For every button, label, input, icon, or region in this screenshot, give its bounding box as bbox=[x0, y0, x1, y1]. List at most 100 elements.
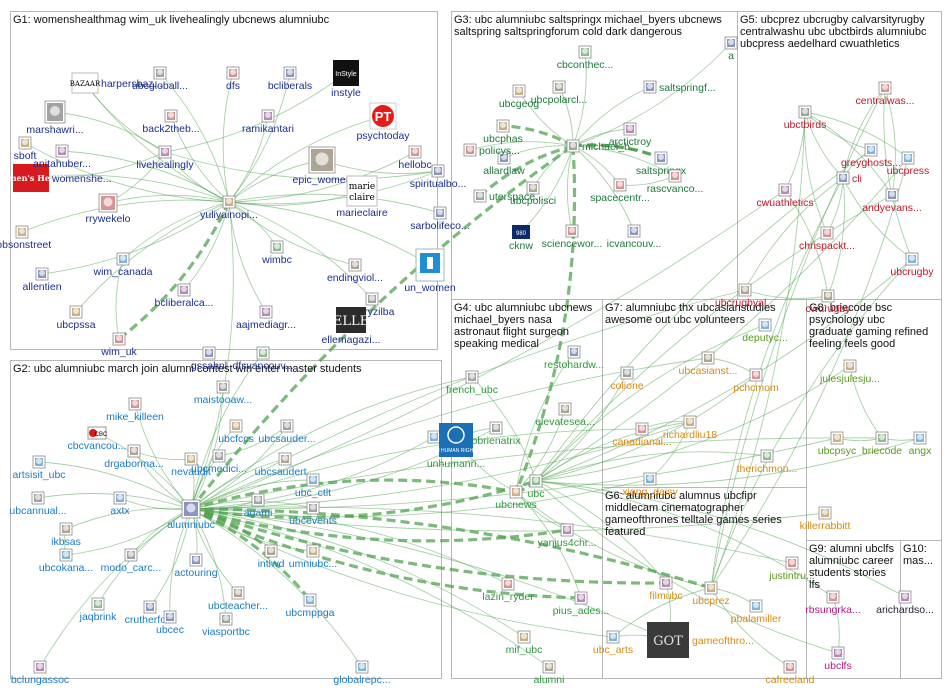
node-sboft[interactable]: sboft bbox=[14, 136, 37, 162]
node-killerrabbitt[interactable]: killerrabbitt bbox=[800, 506, 851, 532]
node-ubcgeog[interactable]: ubcgeog bbox=[499, 84, 539, 110]
node-deputyc[interactable]: deputyc... bbox=[742, 318, 788, 344]
node-ubcasianst[interactable]: ubcasianst... bbox=[679, 351, 738, 377]
node-xiong-daisy[interactable]: xiong_daisy bbox=[622, 472, 678, 498]
node-justintru[interactable]: justintru... bbox=[768, 556, 815, 582]
node-robsonstreet[interactable]: robsonstreet bbox=[0, 225, 51, 251]
node-ubc-arts[interactable]: ubc_arts bbox=[593, 630, 633, 656]
node-ubcpolisci[interactable]: ubcpolisci bbox=[510, 181, 556, 207]
node-epic-women[interactable]: epic_women bbox=[293, 146, 352, 186]
node-ubctbirds[interactable]: ubctbirds bbox=[784, 105, 827, 131]
node-greyghosts[interactable]: greyghosts... bbox=[841, 143, 901, 169]
node-policys[interactable]: policys... bbox=[463, 143, 520, 157]
node-alumni[interactable]: alumni bbox=[534, 660, 565, 686]
node-ellemagazi[interactable]: ELLEellemagazi... bbox=[322, 307, 381, 346]
node-yuliyainopi[interactable]: yuliyainopi... bbox=[200, 195, 258, 221]
node-ramikantari[interactable]: ramikantari bbox=[242, 109, 294, 135]
node-livehealingly[interactable]: livehealingly bbox=[136, 145, 194, 171]
node-briecode[interactable]: briecode bbox=[862, 431, 902, 457]
node-ubcokana[interactable]: ubcokana... bbox=[39, 548, 93, 574]
node-centralwas[interactable]: centralwas... bbox=[856, 81, 915, 107]
node-a[interactable]: a bbox=[724, 36, 738, 62]
node-ubcnews[interactable]: ubcnews bbox=[495, 485, 537, 511]
node-ubcpssa[interactable]: ubcpssa bbox=[56, 305, 96, 331]
node-icvancouv[interactable]: icvancouv... bbox=[607, 224, 662, 250]
node-ubcmppga[interactable]: ubcmppga bbox=[285, 593, 335, 619]
node-cbconthec[interactable]: cbconthec... bbox=[557, 45, 614, 71]
node-elevatesea[interactable]: elevatesea... bbox=[535, 402, 595, 428]
node-mike-killeen[interactable]: mike_killeen bbox=[106, 397, 164, 423]
node-angx[interactable]: angx bbox=[909, 431, 933, 457]
node-sciencewor[interactable]: sciencewor... bbox=[542, 224, 603, 250]
node-wim-canada[interactable]: wim_canada bbox=[93, 252, 153, 278]
node-ubcrugby[interactable]: ubcrugby bbox=[890, 252, 934, 278]
node-ubcevents[interactable]: ubcevents bbox=[289, 501, 337, 527]
node-ubcmedici[interactable]: ubcmedici... bbox=[191, 449, 247, 475]
node-ubcsauder[interactable]: ubcsauder... bbox=[258, 419, 316, 445]
node-sarbolifeco[interactable]: sarbolifeco... bbox=[410, 206, 470, 232]
node-andyevans[interactable]: andyevans... bbox=[862, 188, 922, 214]
node-ubc[interactable]: ubc bbox=[528, 474, 545, 500]
node-obrienatrix[interactable]: obrienatrix bbox=[471, 421, 521, 447]
node-maistooaw[interactable]: maistooaw... bbox=[194, 380, 252, 406]
node-womenshealthmag[interactable]: Women's Healthwomenshe... bbox=[0, 164, 112, 192]
node-ubcfccs[interactable]: ubcfccs bbox=[218, 419, 254, 445]
node-back2theb[interactable]: back2theb... bbox=[142, 109, 200, 135]
node-cli[interactable]: cli bbox=[836, 171, 862, 185]
node-chrispackt[interactable]: chrispackt... bbox=[799, 226, 855, 252]
node-ubcrugbyal[interactable]: ubcrugbyal... bbox=[715, 283, 775, 309]
node-globalrepc[interactable]: globalrepc... bbox=[333, 660, 391, 686]
node-un-women[interactable]: un_women bbox=[404, 248, 456, 294]
node-ubcec[interactable]: ubcec bbox=[156, 610, 184, 636]
node-pbalamiller[interactable]: pbalamiller bbox=[731, 599, 782, 625]
node-restohardw[interactable]: restohardw... bbox=[544, 345, 604, 371]
node-ubcprez[interactable]: ubcprez bbox=[692, 581, 730, 607]
node-bcliberalca[interactable]: bcliberalca... bbox=[155, 283, 214, 309]
node-intlwd[interactable]: intlwd bbox=[258, 544, 285, 570]
node-drgaborma[interactable]: drgaborma... bbox=[104, 444, 164, 470]
node-michael-b[interactable]: michael_b... bbox=[566, 139, 639, 153]
node-yanjus4chr[interactable]: yanjus4chr... bbox=[538, 523, 597, 549]
node-endingviol[interactable]: endingviol... bbox=[327, 258, 383, 284]
node-cwuathletics[interactable]: cwuathletics bbox=[756, 183, 814, 209]
node-arichardso[interactable]: arichardso... bbox=[876, 590, 934, 616]
node-cbcvancou[interactable]: CBCcbcvancou... bbox=[68, 426, 127, 452]
node-marshawri[interactable]: marshawri... bbox=[26, 100, 84, 136]
node-axtx[interactable]: axtx bbox=[110, 491, 130, 517]
node-spiritualbo[interactable]: spiritualbo... bbox=[410, 164, 467, 190]
node-spacecentr[interactable]: spacecentr... bbox=[590, 178, 650, 204]
node-rrywekelo[interactable]: rrywekelo bbox=[86, 193, 131, 225]
node-modo-carc[interactable]: modo_carc... bbox=[101, 548, 162, 574]
node-dfs[interactable]: dfs bbox=[226, 66, 240, 92]
node-cafreeland[interactable]: cafreeland bbox=[765, 660, 815, 686]
node-rbsungrka[interactable]: rbsungrka... bbox=[805, 590, 861, 616]
node-ubcpsyc[interactable]: ubcpsyc bbox=[818, 431, 857, 457]
node-ubclfs[interactable]: ubclfs bbox=[824, 646, 852, 672]
node-colione[interactable]: colione bbox=[610, 366, 644, 392]
node-ubcannual[interactable]: ubcannual... bbox=[9, 491, 67, 517]
node-jaqbrink[interactable]: jaqbrink bbox=[79, 597, 118, 623]
node-ubc-ctlt[interactable]: ubc_ctlt bbox=[295, 473, 331, 499]
node-umniubc[interactable]: umniubc... bbox=[289, 544, 337, 570]
node-crutherford[interactable]: crutherford bbox=[125, 600, 176, 626]
node-julesjulesju[interactable]: julesjulesju... bbox=[819, 359, 880, 385]
node-artsisit-ubc[interactable]: artsisit_ubc bbox=[12, 455, 66, 481]
node-french-ubc[interactable]: french_ubc bbox=[446, 370, 498, 396]
node-gssahnl[interactable]: gssahnl bbox=[191, 346, 227, 372]
node-wim-uk[interactable]: wim_uk bbox=[100, 332, 138, 358]
node-saltspringf[interactable]: saltspringf... bbox=[643, 80, 716, 94]
node-aajmediagr[interactable]: aajmediagr... bbox=[236, 305, 296, 331]
node-hellobc[interactable]: hellobc bbox=[398, 145, 432, 171]
node-uterspace[interactable]: uterspace... bbox=[473, 189, 544, 203]
node-allentien[interactable]: allentien bbox=[22, 267, 62, 293]
node-ikbsas[interactable]: ikbsas bbox=[51, 522, 81, 548]
node-unhumanri[interactable]: UN HUMAN RIGHTSunhumanri... bbox=[427, 423, 485, 470]
node-lazin-ryder[interactable]: lazin_ryder bbox=[482, 577, 534, 603]
node-nevaudit[interactable]: nevaudit bbox=[171, 452, 211, 478]
node-ubcteacher[interactable]: ubcteacher... bbox=[208, 586, 268, 612]
